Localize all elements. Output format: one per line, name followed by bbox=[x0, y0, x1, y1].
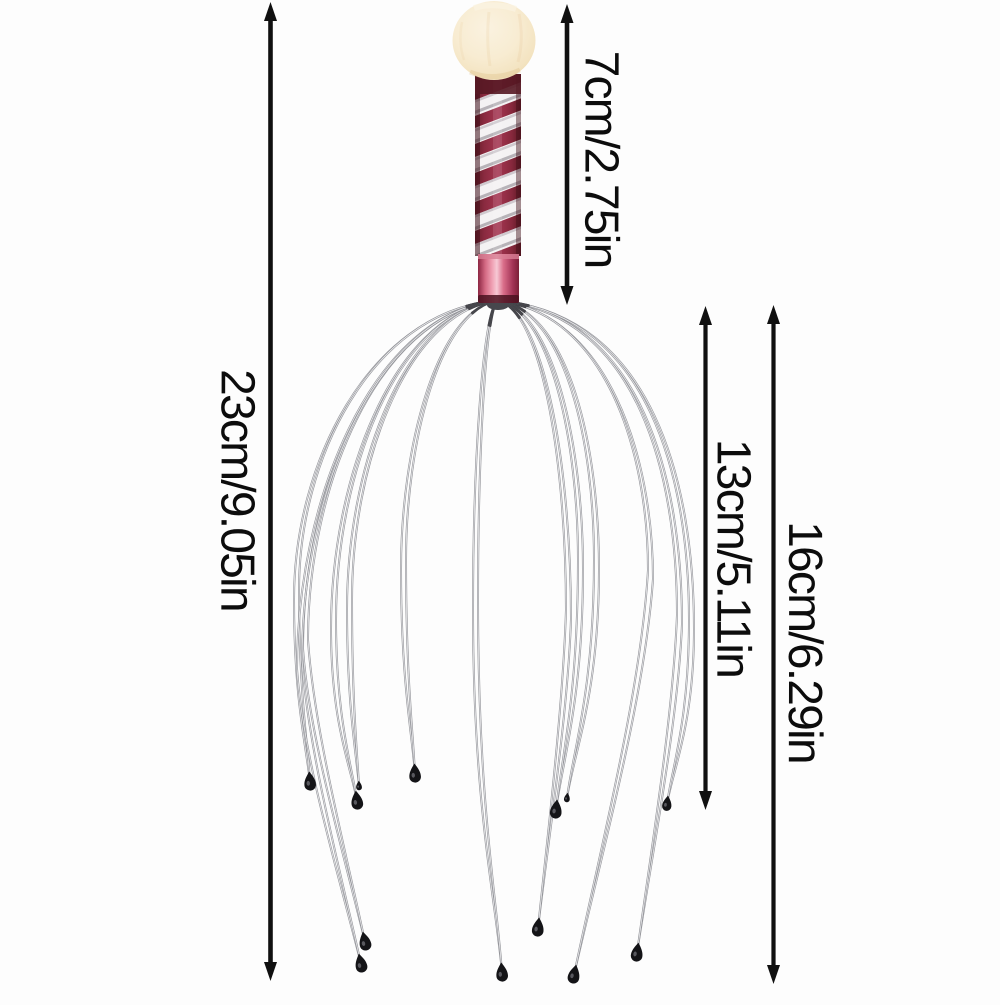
svg-text:7cm/2.75in: 7cm/2.75in bbox=[574, 51, 627, 268]
svg-text:23cm/9.05in: 23cm/9.05in bbox=[210, 369, 263, 611]
svg-text:13cm/5.11in: 13cm/5.11in bbox=[706, 439, 759, 677]
svg-text:16cm/6.29in: 16cm/6.29in bbox=[778, 521, 831, 763]
